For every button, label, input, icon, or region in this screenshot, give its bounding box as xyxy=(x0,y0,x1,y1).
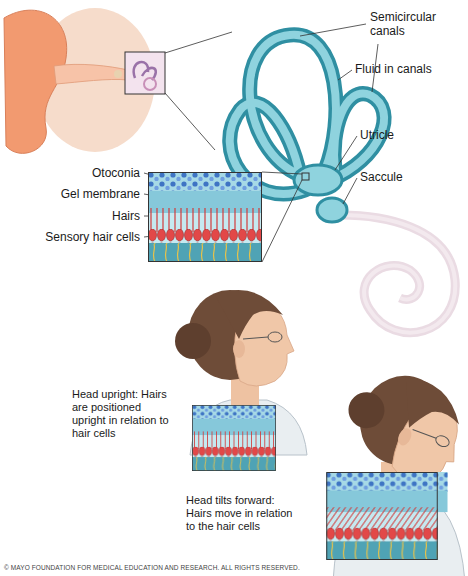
part-label: Utricle xyxy=(360,128,460,142)
part-label: Hairs xyxy=(6,209,140,223)
part-label: Gel membrane xyxy=(6,187,140,201)
part-label: Semicircular canals xyxy=(370,10,452,38)
part-label: Fluid in canals xyxy=(355,62,463,76)
part-label: Sensory hair cells xyxy=(6,230,140,244)
part-label: Saccule xyxy=(360,170,460,184)
caption-text: Head upright: Hairs are positioned uprig… xyxy=(72,388,174,440)
copyright-note: © MAYO FOUNDATION FOR MEDICAL EDUCATION … xyxy=(4,564,464,572)
caption-text: Head tilts forward: Hairs move in relati… xyxy=(186,494,298,533)
part-label: Otoconia xyxy=(6,166,140,180)
